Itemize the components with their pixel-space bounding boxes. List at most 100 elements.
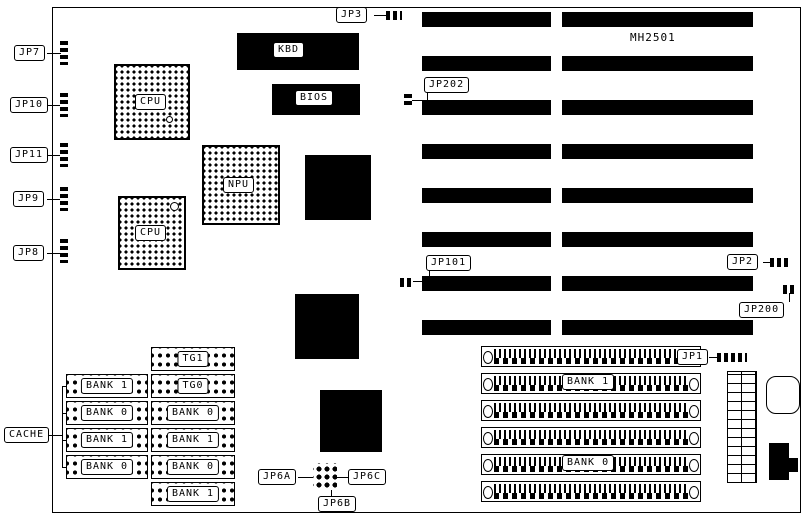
- simm-chips: [494, 412, 688, 418]
- npu-socket: [202, 145, 280, 225]
- npu-socket-label: NPU: [223, 177, 255, 193]
- cache-module: BANK 0: [151, 401, 235, 425]
- cache-label: CACHE: [4, 427, 50, 443]
- jumper-label-jp7: JP7: [14, 45, 46, 61]
- cache-module-label: BANK 1: [166, 486, 220, 502]
- pin1-marker-icon: [170, 202, 179, 211]
- jumper-label-jp202: JP202: [424, 77, 470, 93]
- jumper-pins-jp7: [60, 41, 68, 65]
- simm-module: [481, 400, 701, 421]
- jumper-pins-jp6: [313, 463, 337, 490]
- simm-pins: [494, 484, 688, 493]
- expansion-slot: [422, 188, 551, 203]
- connector-line: [62, 413, 67, 414]
- expansion-slot: [562, 188, 753, 203]
- jumper-label-jp101: JP101: [426, 255, 472, 271]
- jumper-label-jp11: JP11: [10, 147, 49, 163]
- cache-module: BANK 0: [66, 401, 148, 425]
- cache-module-label: TG0: [177, 378, 209, 394]
- model-number: MH2501: [630, 31, 676, 44]
- jumper-label-jp6c: JP6C: [348, 469, 387, 485]
- connector-line: [709, 357, 717, 358]
- jumper-label-jp6a: JP6A: [258, 469, 297, 485]
- asic-chip-2: [295, 294, 359, 359]
- cache-module-label: BANK 0: [166, 405, 220, 421]
- edge-connector-grid: [727, 371, 757, 483]
- jumper-pins-jp11: [60, 143, 68, 167]
- cache-module-label: BANK 0: [80, 459, 134, 475]
- jumper-pins-jp10: [60, 93, 68, 117]
- jumper-pins-jp8: [60, 239, 68, 263]
- cache-module: BANK 1: [66, 374, 148, 398]
- simm-pins: [494, 403, 688, 412]
- expansion-slot: [562, 276, 753, 291]
- connector-line: [413, 281, 429, 282]
- cache-module: BANK 0: [66, 455, 148, 479]
- expansion-slot: [422, 320, 551, 335]
- cache-module: BANK 1: [151, 482, 235, 506]
- asic-chip-3: [320, 390, 382, 452]
- memory-bank0-label: BANK 0: [562, 455, 615, 471]
- expansion-slot: [422, 276, 551, 291]
- asic-chip-1: [305, 155, 371, 220]
- jumper-label-jp8: JP8: [13, 245, 45, 261]
- jumper-label-jp200: JP200: [739, 302, 785, 318]
- jumper-pins-jp9: [60, 187, 68, 211]
- connector-line: [47, 253, 60, 254]
- simm-module: [481, 346, 701, 367]
- power-connector: [769, 443, 789, 480]
- connector-line: [47, 53, 61, 54]
- jumper-label-jp10: JP10: [10, 97, 49, 113]
- jumper-pins-jp3: [386, 11, 402, 20]
- simm-chips: [494, 358, 688, 364]
- jumper-pins-jp2: [770, 258, 788, 267]
- connector-line: [331, 490, 332, 496]
- cache-module: TG0: [151, 374, 235, 398]
- expansion-slot: [422, 56, 551, 71]
- cache-module: BANK 0: [151, 455, 235, 479]
- simm-pins: [494, 349, 688, 358]
- expansion-slot: [562, 12, 753, 27]
- connector-line: [62, 440, 67, 441]
- expansion-slot: [562, 320, 753, 335]
- simm-module: [481, 427, 701, 448]
- connector-line: [763, 262, 770, 263]
- expansion-slot: [562, 232, 753, 247]
- jumper-label-jp6b: JP6B: [318, 496, 357, 512]
- cache-module-label: BANK 1: [166, 432, 220, 448]
- cpu-chip-label: CPU: [135, 225, 167, 241]
- connector-line: [298, 477, 313, 478]
- connector-line: [337, 477, 348, 478]
- jumper-pins-jp101: [400, 278, 413, 287]
- cache-module: BANK 1: [66, 428, 148, 452]
- connector-line: [62, 386, 63, 468]
- connector-line: [789, 293, 790, 302]
- pin1-marker-icon: [166, 116, 173, 123]
- jumper-pins-jp1: [717, 353, 747, 362]
- expansion-slot: [562, 56, 753, 71]
- cache-module-label: BANK 0: [166, 459, 220, 475]
- simm-chips: [494, 439, 688, 445]
- cache-module-label: BANK 1: [80, 432, 134, 448]
- expansion-slot: [422, 12, 551, 27]
- expansion-slot: [422, 100, 551, 115]
- connector-line: [48, 105, 60, 106]
- connector-line: [49, 435, 62, 436]
- connector-line: [412, 100, 427, 101]
- expansion-slot: [562, 100, 753, 115]
- cache-module-label: BANK 1: [80, 378, 134, 394]
- connector-line: [62, 386, 67, 387]
- bios-chip-label: BIOS: [295, 90, 334, 106]
- expansion-slot: [562, 144, 753, 159]
- cache-module: TG1: [151, 347, 235, 371]
- connector-line: [48, 155, 60, 156]
- connector-line: [374, 15, 386, 16]
- jumper-pins-jp200: [783, 285, 795, 294]
- kbd-chip-label: KBD: [273, 42, 305, 58]
- memory-bank1-label: BANK 1: [562, 374, 615, 390]
- cache-module: BANK 1: [151, 428, 235, 452]
- jumper-label-jp9: JP9: [13, 191, 45, 207]
- power-connector-tab: [789, 458, 798, 472]
- jumper-label-jp2: JP2: [727, 254, 759, 270]
